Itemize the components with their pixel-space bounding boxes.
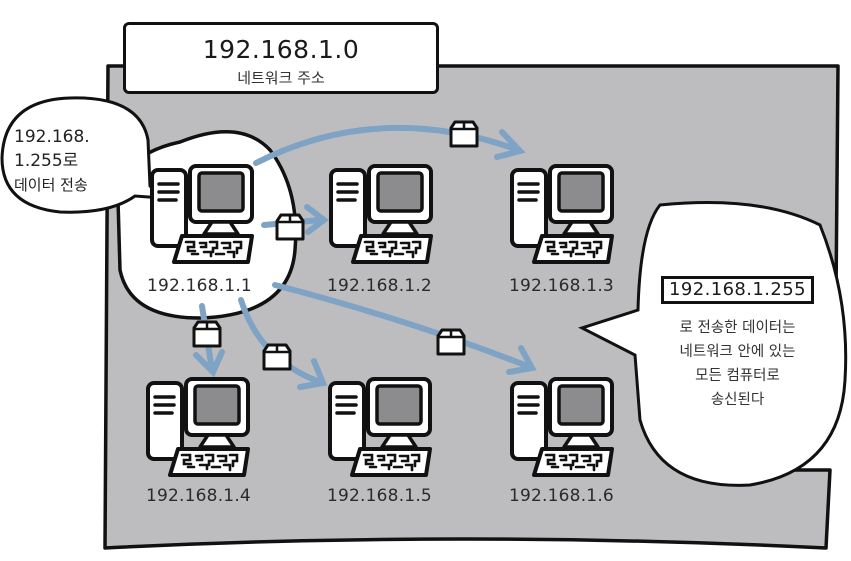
packet-box-icon: [262, 343, 292, 371]
sender-bubble-line2: 1.255로: [14, 151, 79, 171]
arrow-head-1-6: [506, 345, 537, 375]
arrow-head-1-4: [193, 349, 225, 378]
packet-box-icon: [192, 320, 222, 348]
desktop-computer-icon: [510, 164, 614, 264]
broadcast-line: 네트워크 안에 있는: [679, 344, 796, 360]
arrow-to-1-3: [253, 124, 521, 166]
broadcast-explanation: 192.168.1.255 로 전송한 데이터는 네트워크 안에 있는 모든 컴…: [645, 276, 830, 412]
arrows: [193, 124, 537, 390]
computer-ip-label: 192.168.1.6: [509, 486, 614, 506]
network-address-label: 네트워크 주소: [237, 69, 325, 87]
arrow-head-1-3: [494, 129, 526, 160]
sender-speech-bubble: [0, 96, 166, 214]
arrow-head-1-2: [304, 204, 329, 235]
desktop-computer-icon: [150, 164, 254, 264]
broadcast-line: 모든 컴퓨터로: [695, 368, 780, 384]
computer-ip-label: 192.168.1.4: [146, 486, 251, 506]
desktop-computer-icon: [510, 377, 614, 477]
sender-bubble-line1: 192.168.: [14, 127, 90, 147]
packet-box-icon: [275, 213, 305, 241]
network-address: 192.168.1.0: [202, 35, 360, 64]
arrow-head-1-5: [297, 358, 328, 390]
desktop-computer-icon: [146, 377, 250, 477]
arrow-to-1-6: [272, 282, 533, 370]
desktop-computer-icon: [328, 377, 432, 477]
computer-ip-label: 192.168.1.3: [509, 276, 614, 296]
computer-ip-label: 192.168.1.2: [327, 276, 432, 296]
packet-box-icon: [449, 120, 479, 148]
broadcast-address: 192.168.1.255: [661, 276, 814, 304]
network-address-box: 192.168.1.0 네트워크 주소: [123, 22, 439, 94]
sender-bubble-text: 192.168. 1.255로 데이터 전송: [14, 125, 90, 197]
broadcast-speech-bubble: [578, 201, 848, 487]
broadcast-description: 로 전송한 데이터는 네트워크 안에 있는 모든 컴퓨터로 송신된다: [645, 316, 830, 412]
computer-ip-label: 192.168.1.5: [327, 486, 432, 506]
broadcast-line: 로 전송한 데이터는: [679, 320, 796, 336]
packet-box-icon: [436, 328, 466, 356]
sender-bubble-line3: 데이터 전송: [14, 176, 88, 194]
computer-ip-label: 192.168.1.1: [147, 276, 252, 296]
desktop-computer-icon: [329, 164, 433, 264]
broadcast-line: 송신된다: [710, 392, 765, 408]
